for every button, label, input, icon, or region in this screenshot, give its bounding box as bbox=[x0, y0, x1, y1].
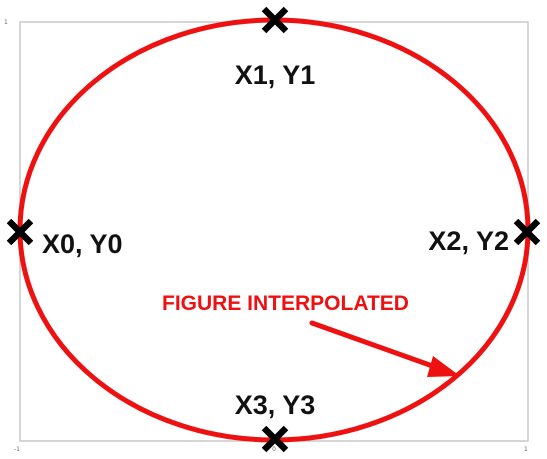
tick-bottom-center: 0 bbox=[272, 446, 276, 453]
tick-top-left: 1 bbox=[4, 19, 8, 26]
point-label-x3-y3: X3, Y3 bbox=[235, 390, 316, 420]
point-label-x0-y0: X0, Y0 bbox=[42, 229, 123, 259]
cross-marker-icon bbox=[261, 425, 289, 453]
tick-bottom-left: -1 bbox=[14, 446, 20, 453]
cross-marker-icon bbox=[261, 6, 289, 34]
cross-marker-icon bbox=[513, 218, 541, 246]
arrow-icon bbox=[309, 320, 460, 377]
cross-marker-icon bbox=[6, 218, 34, 246]
point-label-x1-y1: X1, Y1 bbox=[235, 60, 316, 90]
figure-caption: FIGURE INTERPOLATED bbox=[162, 292, 409, 315]
point-label-x2-y2: X2, Y2 bbox=[428, 226, 509, 256]
tick-bottom-right: 1 bbox=[524, 446, 528, 453]
